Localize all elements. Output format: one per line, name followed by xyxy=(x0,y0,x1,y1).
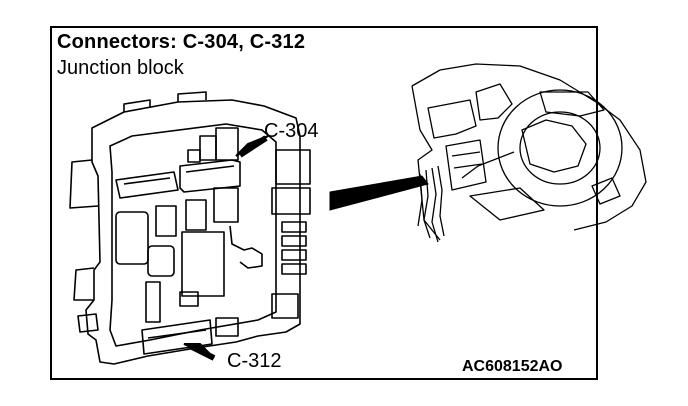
housing-top-tab-left xyxy=(123,99,151,112)
housing-bottom-clip xyxy=(77,313,99,333)
figure-title: Connectors: C-304, C-312 xyxy=(57,31,306,53)
relay-small-1 xyxy=(155,205,177,237)
relay-small-2 xyxy=(185,199,207,231)
dashboard-panel xyxy=(427,99,477,139)
callout-c304-label: C-304 xyxy=(264,120,319,142)
figure-frame xyxy=(50,26,598,380)
steering-wheel-rim xyxy=(497,89,623,207)
fuse-block-lower xyxy=(271,293,299,319)
connector-c312-latch xyxy=(147,329,207,339)
relay-mini xyxy=(179,291,199,307)
fuse-vertical xyxy=(145,281,161,323)
connector-c312-body xyxy=(141,319,213,355)
arrow-c304-shaft xyxy=(238,135,268,158)
harness-wire-2 xyxy=(431,167,439,243)
figure-subtitle: Junction block xyxy=(57,57,184,79)
housing-top-tab-right xyxy=(177,91,207,102)
junction-block-housing xyxy=(85,99,301,365)
dashboard-lower-edge xyxy=(411,85,441,241)
connector-c312-side xyxy=(215,317,239,337)
steering-column xyxy=(461,151,515,179)
connector-upper-left xyxy=(115,171,179,199)
wire-harness-lead xyxy=(229,225,263,269)
connector-upper-left-ribs xyxy=(123,177,171,185)
console-detail xyxy=(451,151,483,169)
housing-left-bump-lower xyxy=(73,267,95,301)
center-console xyxy=(445,139,487,191)
fuse-slot-3 xyxy=(281,249,307,261)
relay-lower-left xyxy=(147,245,175,277)
figure-code: AC608152AO xyxy=(462,358,563,375)
fuse-slot-1 xyxy=(281,221,307,233)
housing-inner-frame xyxy=(109,123,277,347)
fuse-slot-4 xyxy=(281,263,307,275)
fuse-top-3 xyxy=(187,149,201,163)
fuse-top-1 xyxy=(199,135,217,161)
dashboard-vents xyxy=(475,83,513,121)
housing-left-bump-upper xyxy=(69,159,99,209)
harness-wire-4 xyxy=(417,173,423,227)
relay-center xyxy=(181,231,225,297)
arrow-c312-shaft xyxy=(188,343,216,361)
connector-c304-latch xyxy=(185,165,235,173)
dash-speaker xyxy=(591,177,621,205)
relay-left xyxy=(115,211,149,265)
steering-wheel-hub xyxy=(521,119,587,173)
harness-wire-3 xyxy=(437,165,445,237)
steering-wheel-inner xyxy=(519,111,601,185)
dashboard-outline xyxy=(411,63,647,231)
location-pointer xyxy=(329,175,429,211)
fuse-slot-2 xyxy=(281,235,307,247)
fuse-block-upper xyxy=(275,149,311,185)
connector-c304-body xyxy=(179,159,241,193)
callout-c312-label: C-312 xyxy=(227,350,282,372)
relay-small-3 xyxy=(213,187,239,223)
fuse-block-mid xyxy=(271,187,311,215)
harness-wire-1 xyxy=(423,169,431,239)
dash-knee-panel xyxy=(469,187,545,221)
instrument-cluster xyxy=(539,91,605,117)
fuse-top-2 xyxy=(215,127,239,161)
